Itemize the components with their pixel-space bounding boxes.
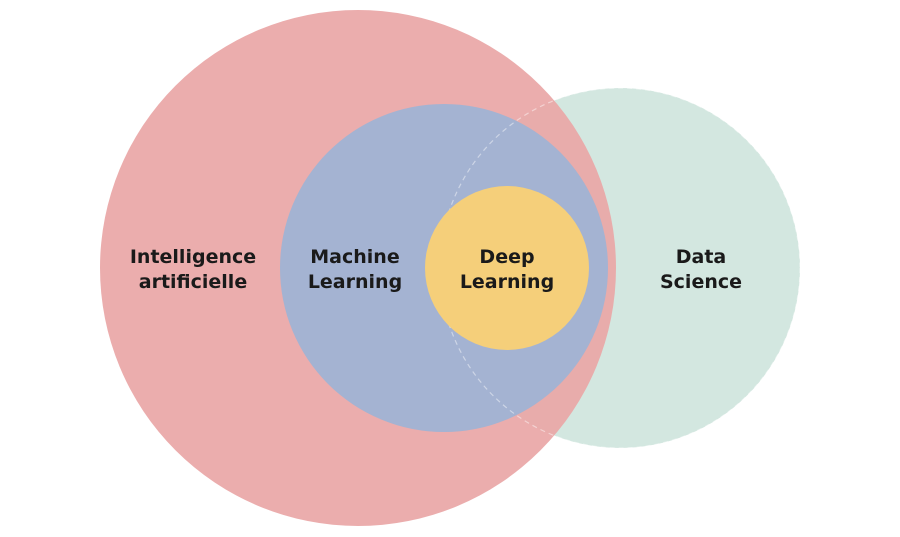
circle-deep-learning (425, 186, 589, 350)
label-intelligence-artificielle-line2: artificielle (139, 271, 247, 293)
label-data-science-line2: Science (660, 271, 742, 293)
label-deep-learning-line2: Learning (460, 271, 554, 293)
circle-data-science-outline (439, 87, 801, 449)
label-machine-learning: Machine (310, 246, 399, 268)
label-deep-learning: Deep (479, 246, 534, 268)
label-machine-learning-line2: Learning (308, 271, 402, 293)
label-intelligence-artificielle: Intelligence (130, 246, 256, 268)
label-data-science: Data (676, 246, 727, 268)
